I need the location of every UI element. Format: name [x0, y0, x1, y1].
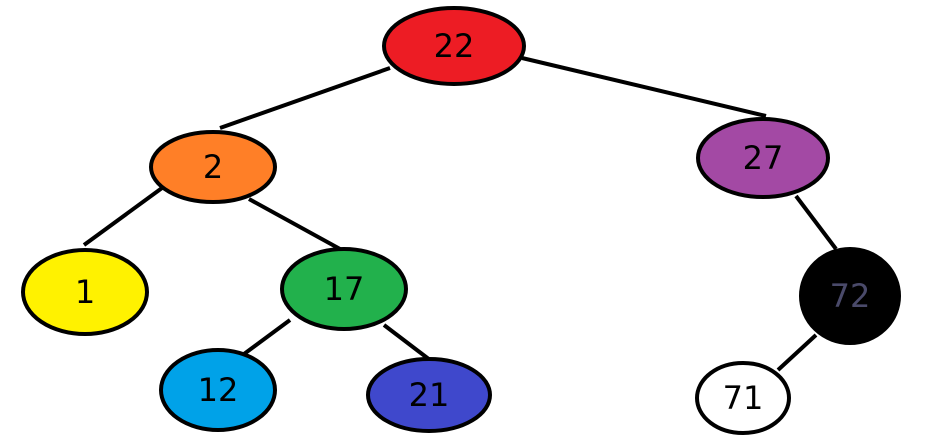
node-ellipse-17 [280, 247, 408, 331]
edge-n17-n21 [382, 323, 432, 362]
tree-node-27: 27 [696, 117, 830, 199]
tree-node-17: 17 [280, 247, 408, 331]
node-label-27: 27 [743, 139, 784, 177]
node-ellipse-72 [799, 247, 901, 345]
node-label-71: 71 [723, 379, 764, 417]
tree-edges [82, 56, 838, 372]
edge-n22-n2 [219, 66, 391, 130]
node-label-22: 22 [434, 27, 475, 65]
node-ellipse-27 [696, 117, 830, 199]
edge-n27-n72 [794, 194, 838, 251]
node-label-72: 72 [830, 277, 871, 315]
node-label-21: 21 [409, 376, 450, 414]
node-label-2: 2 [203, 148, 223, 186]
tree-node-72: 72 [799, 247, 901, 345]
edge-n2-n17 [248, 197, 341, 251]
edge-n72-n71 [776, 333, 818, 372]
tree-node-12: 12 [159, 348, 277, 432]
node-label-17: 17 [324, 270, 365, 308]
edge-n22-n27 [521, 56, 767, 118]
node-ellipse-22 [382, 6, 526, 86]
tree-node-22: 22 [382, 6, 526, 86]
tree-node-1: 1 [21, 248, 149, 336]
edge-n2-n1 [82, 186, 164, 247]
edge-n17-n12 [242, 318, 292, 356]
tree-node-2: 2 [149, 130, 277, 204]
node-ellipse-2 [149, 130, 277, 204]
tree-node-21: 21 [366, 357, 492, 433]
node-ellipse-1 [21, 248, 149, 336]
node-ellipse-12 [159, 348, 277, 432]
node-label-12: 12 [198, 371, 239, 409]
node-label-1: 1 [75, 273, 95, 311]
node-ellipse-21 [366, 357, 492, 433]
tree-node-71: 71 [695, 361, 791, 435]
node-ellipse-71 [695, 361, 791, 435]
